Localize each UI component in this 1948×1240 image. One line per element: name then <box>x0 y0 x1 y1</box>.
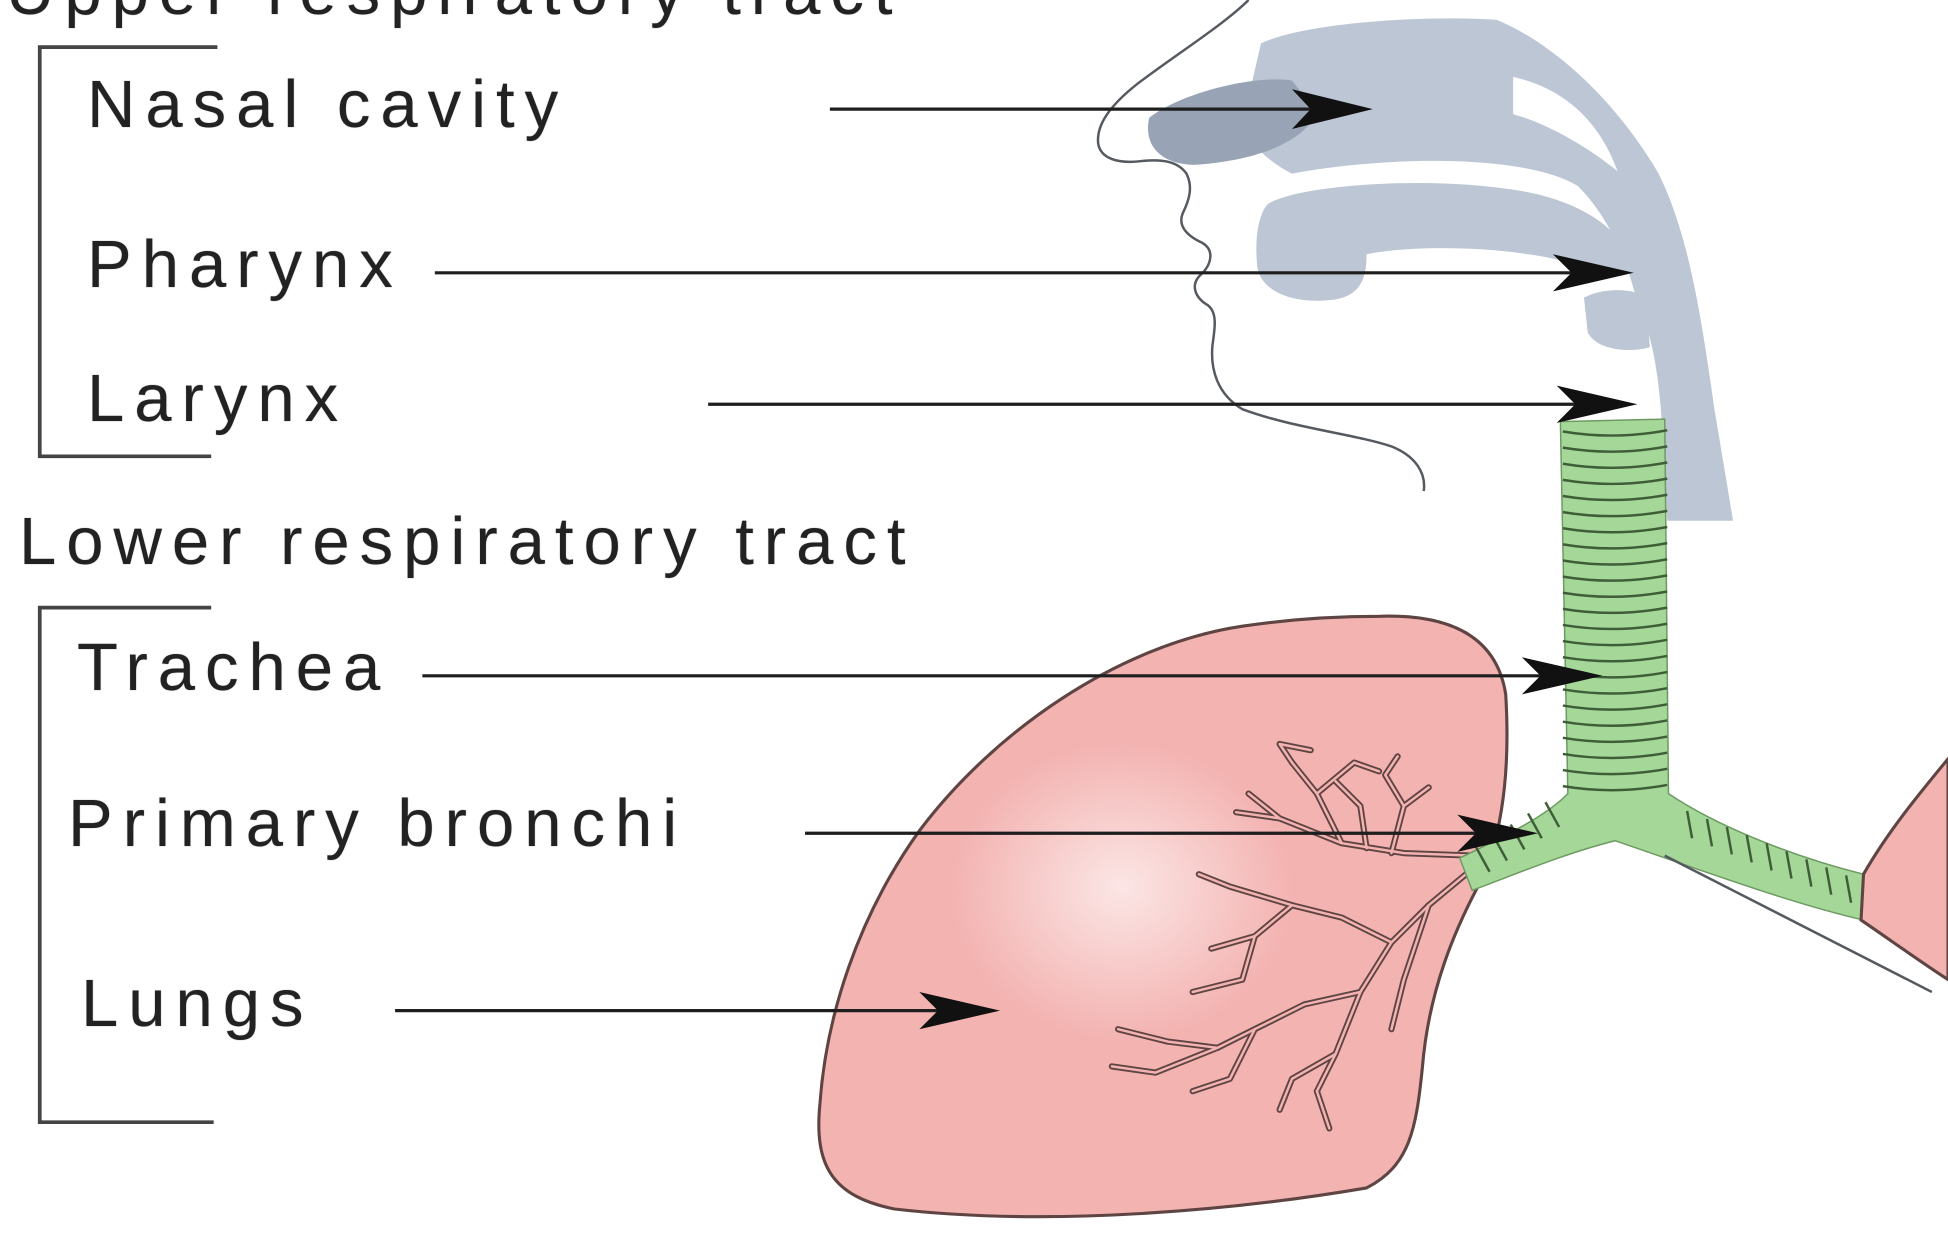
cartilage-ring <box>1562 541 1668 550</box>
arrow-head <box>1457 814 1539 852</box>
cartilage-ring <box>1562 493 1668 502</box>
primary-bronchi-label: Primary bronchi <box>68 786 688 861</box>
primary-bronchi-arrow <box>805 814 1539 852</box>
cartilage-ring <box>1562 638 1668 647</box>
cartilage-ring <box>1562 767 1668 776</box>
cartilage-ring <box>1562 654 1668 663</box>
cartilage-ring <box>1474 846 1491 873</box>
face-outline <box>1096 0 1426 492</box>
cartilage-ring <box>1562 719 1668 727</box>
cartilage-ring <box>1562 445 1668 453</box>
cartilage-ring <box>1562 751 1668 760</box>
cartilage-ring <box>1562 686 1668 695</box>
cartilage-ring <box>1562 574 1668 582</box>
cartilage-ring <box>1526 812 1543 839</box>
cartilage-ring <box>1705 818 1714 847</box>
larynx-arrow <box>708 385 1638 423</box>
trachea-arrow <box>422 657 1603 695</box>
epiglottis-region <box>1583 290 1650 351</box>
cartilage-ring <box>1725 826 1734 855</box>
nasal-cavity-label: Nasal cavity <box>87 67 569 142</box>
arrow-head <box>1521 657 1603 695</box>
right-lung <box>1859 756 1948 982</box>
upper-tract-heading: Upper respiratory tract <box>6 0 903 25</box>
cartilage-ring <box>1562 783 1668 792</box>
airway-highlight <box>1513 76 1618 172</box>
cartilage-ring <box>1825 867 1833 895</box>
cartilage-ring <box>1745 834 1753 863</box>
cartilage-ring <box>1562 622 1668 631</box>
trachea-and-bronchi <box>1458 418 1865 922</box>
pharynx-label: Pharynx <box>87 227 403 302</box>
cartilage-ring <box>1544 801 1561 828</box>
cartilage-ring <box>1562 477 1668 486</box>
larynx-label: Larynx <box>87 361 349 436</box>
upper-tract-bracket <box>37 45 218 459</box>
cartilage-ring <box>1562 590 1668 599</box>
nasal-cavity-arrow <box>829 89 1373 129</box>
cartilage-ring <box>1844 875 1853 903</box>
cartilage-ring <box>1685 810 1694 839</box>
arrow-head <box>1292 89 1373 129</box>
right-bronchus-lower-edge <box>1664 854 1933 994</box>
cartilage-ring <box>1562 525 1668 534</box>
nasal-vestibule <box>1147 79 1317 165</box>
lower-tract-bracket <box>37 605 214 1125</box>
cartilage-ring <box>1562 558 1668 566</box>
cartilage-ring <box>1562 703 1668 711</box>
cartilage-ring <box>1805 859 1813 887</box>
cartilage-ring <box>1765 842 1773 871</box>
cartilage-ring <box>1562 606 1668 615</box>
lungs-label: Lungs <box>81 966 314 1041</box>
pharynx-arrow <box>434 254 1634 292</box>
arrow-head <box>1556 385 1638 423</box>
cartilage-ring <box>1562 735 1668 744</box>
arrow-head <box>919 992 1001 1030</box>
cartilage-ring <box>1562 461 1668 470</box>
lungs-arrow <box>395 992 1001 1030</box>
lower-tract-heading: Lower respiratory tract <box>19 504 916 579</box>
cartilage-ring <box>1562 509 1668 518</box>
left-lung <box>817 614 1509 1219</box>
arrow-head <box>1552 254 1634 292</box>
trachea-rings <box>1474 429 1853 903</box>
cartilage-ring <box>1785 851 1793 879</box>
nasal-pharynx-region <box>1242 18 1734 521</box>
cartilage-ring <box>1562 429 1668 437</box>
trachea-label: Trachea <box>77 630 391 705</box>
